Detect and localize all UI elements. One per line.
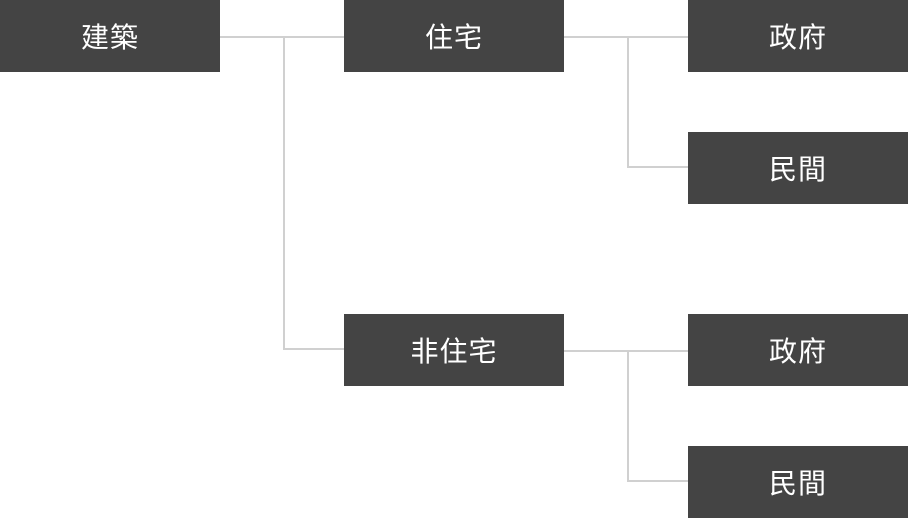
node-residential-government: 政府 — [688, 0, 908, 72]
connector-nonresidential-private — [627, 351, 688, 482]
node-construction-label: 建築 — [80, 21, 139, 54]
connector-root-nonresidential — [283, 37, 344, 350]
node-non-residential-government: 政府 — [688, 314, 908, 386]
node-residential-private: 民間 — [688, 132, 908, 204]
connector-residential-private — [627, 37, 688, 168]
node-non-residential-label: 非住宅 — [410, 335, 498, 368]
node-non-residential-government-label: 政府 — [768, 335, 827, 368]
node-construction: 建築 — [0, 0, 220, 72]
node-non-residential-private-label: 民間 — [768, 467, 827, 500]
node-non-residential-private: 民間 — [688, 446, 908, 518]
node-residential-government-label: 政府 — [768, 21, 827, 54]
node-residential-private-label: 民間 — [768, 153, 827, 186]
node-residential: 住宅 — [344, 0, 564, 72]
node-residential-label: 住宅 — [424, 21, 483, 54]
node-non-residential: 非住宅 — [344, 314, 564, 386]
